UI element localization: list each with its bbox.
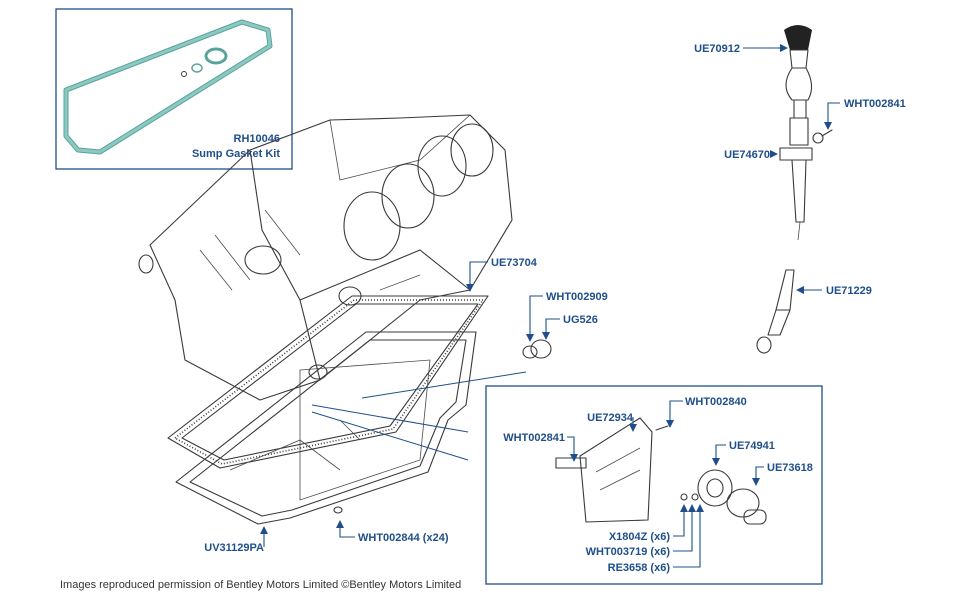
label-dipstick-bolt[interactable]: WHT002841 xyxy=(844,98,906,110)
label-baffle-bolt-left[interactable]: WHT002841 xyxy=(503,432,565,444)
label-drain-plug[interactable]: UG526 xyxy=(563,314,598,326)
engine-block-illustration xyxy=(138,114,513,401)
label-baffle[interactable]: UE72934 xyxy=(587,412,634,424)
label-bolt-re3658[interactable]: RE3658 (x6) xyxy=(608,562,671,574)
label-washer-wht003719[interactable]: WHT003719 (x6) xyxy=(586,546,671,558)
sump-gasket-kit-name[interactable]: Sump Gasket Kit xyxy=(192,148,280,160)
detail-pointer-middle xyxy=(311,404,469,433)
detail-pointer-upper xyxy=(361,371,527,399)
oil-pickup-illustration xyxy=(680,469,767,525)
label-washer-x1804z[interactable]: X1804Z (x6) xyxy=(609,531,670,543)
sump-gasket-illustration xyxy=(167,295,489,469)
detail-box xyxy=(311,371,823,585)
label-dipstick-bracket[interactable]: UE74670 xyxy=(724,149,770,161)
image-credit: Images reproduced permission of Bentley … xyxy=(60,579,461,591)
sump-gasket-kit-illustration xyxy=(63,19,273,155)
sump-pan-illustration xyxy=(175,331,552,525)
part-labels: UE70912 WHT002841 UE74670 UE71229 UE7370… xyxy=(204,43,906,574)
inset-frame xyxy=(55,8,293,170)
sump-gasket-kit-number[interactable]: RH10046 xyxy=(234,133,280,145)
sump-gasket-kit-inset: RH10046 Sump Gasket Kit xyxy=(55,8,293,170)
callout-leaders xyxy=(260,44,840,568)
label-sump-pan[interactable]: UV31129PA xyxy=(204,542,264,554)
dipstick-illustration xyxy=(756,25,833,354)
label-pickup-housing[interactable]: UE74941 xyxy=(729,440,775,452)
label-dipstick-knob[interactable]: UE70912 xyxy=(694,43,740,55)
label-sump-gasket[interactable]: UE73704 xyxy=(491,257,538,269)
label-plug-washer[interactable]: WHT002909 xyxy=(546,291,608,303)
label-pickup-seal[interactable]: UE73618 xyxy=(767,462,813,474)
detail-frame xyxy=(485,385,823,585)
label-sump-bolts[interactable]: WHT002844 (x24) xyxy=(358,532,449,544)
label-baffle-bolt-top[interactable]: WHT002840 xyxy=(685,396,747,408)
detail-pointer-lower xyxy=(311,411,469,461)
baffle-illustration xyxy=(555,417,669,523)
label-dipstick-tube[interactable]: UE71229 xyxy=(826,285,872,297)
